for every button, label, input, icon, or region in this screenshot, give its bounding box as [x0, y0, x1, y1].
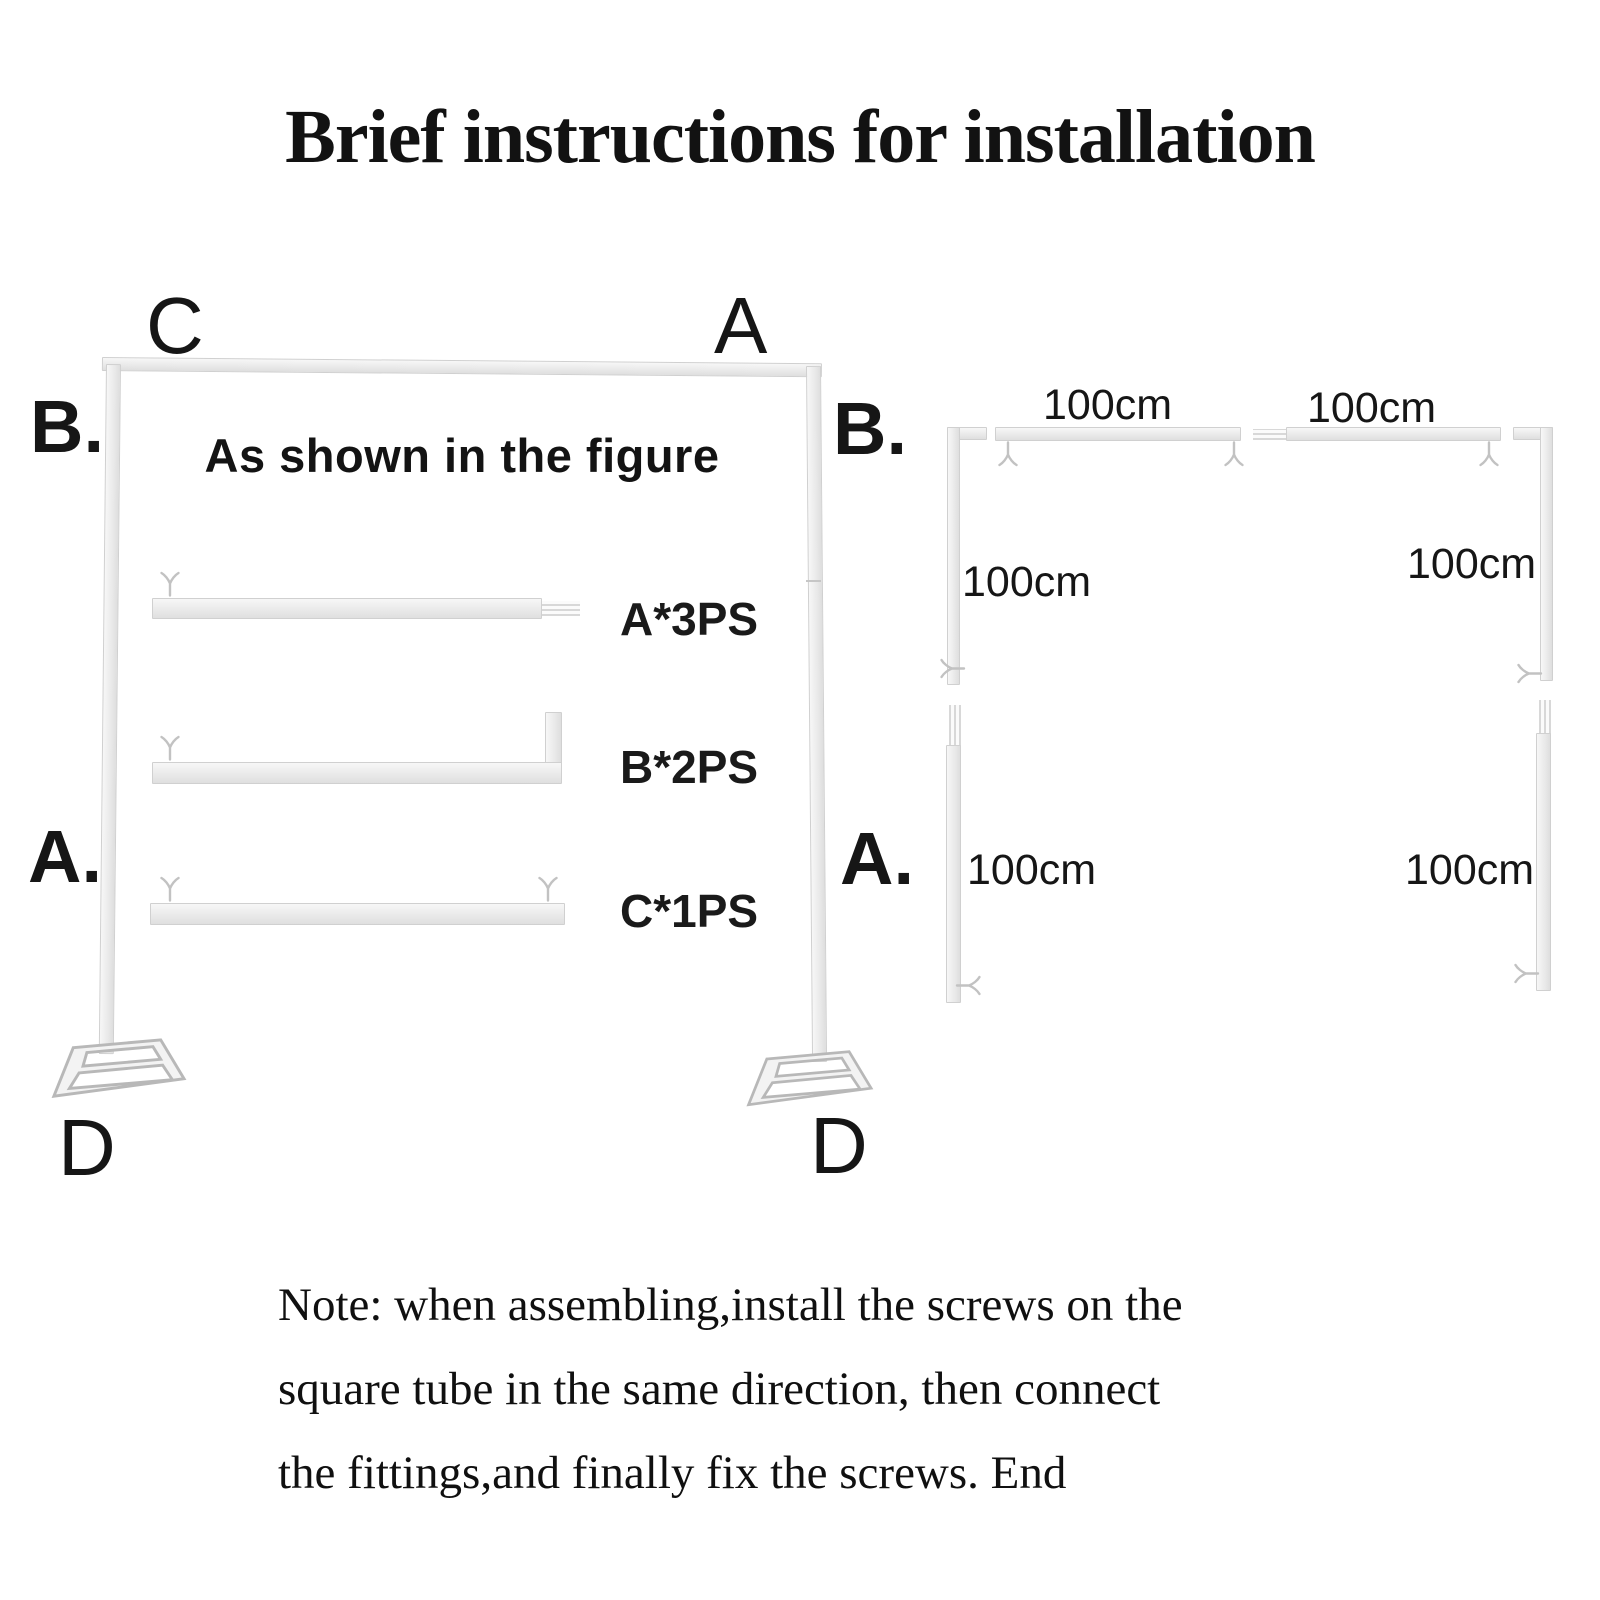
base-label-d-right: D: [810, 1101, 868, 1190]
part-b-corner-bend: [545, 712, 562, 768]
side-label-a: A.: [840, 817, 914, 900]
top-bar-left: [995, 427, 1241, 441]
wing-screw-icon: [158, 734, 182, 761]
lower-left-pole: [946, 745, 961, 1003]
part-a-bar: [152, 598, 542, 619]
wing-screw-icon: [536, 875, 560, 902]
top-bar-right-insert-prongs: [1253, 429, 1286, 440]
lower-left-pole-prongs: [949, 705, 961, 747]
wing-screw-icon: [1516, 662, 1543, 686]
base-label-d-left: D: [58, 1103, 116, 1192]
part-c-bar: [150, 903, 565, 925]
side-label-b: B.: [30, 385, 104, 468]
part-a-insert-prongs: [542, 601, 580, 616]
lower-right-pole: [1536, 733, 1551, 991]
part-b-bar: [152, 762, 562, 784]
stand-base-right: [746, 1050, 874, 1107]
top-bar-right: [1286, 427, 1501, 441]
wing-screw-icon: [158, 875, 182, 902]
part-b-label: B*2PS: [620, 741, 759, 793]
part-a-label: A*3PS: [620, 593, 759, 645]
corner-piece-right-upright: [1540, 427, 1553, 681]
dim-upright-upper-left: 100cm: [962, 558, 1092, 606]
wing-screw-icon: [1513, 962, 1540, 986]
note-line-1: Note: when assembling,install the screws…: [278, 1279, 1183, 1331]
dim-top-bar-left: 100cm: [1043, 381, 1173, 429]
pole-joint-seam: [806, 580, 821, 582]
corner-label-a: A: [714, 281, 768, 370]
figure-caption: As shown in the figure: [204, 429, 720, 482]
note-line-2: square tube in the same direction, then …: [278, 1363, 1161, 1415]
note-line-3: the fittings,and finally fix the screws.…: [278, 1447, 1067, 1499]
wing-screw-icon: [939, 657, 966, 681]
wing-screw-icon: [1222, 441, 1246, 468]
lower-right-pole-prongs: [1539, 700, 1551, 735]
wing-screw-icon: [955, 974, 983, 998]
frame-right-pole: [806, 365, 828, 1062]
side-label-a: A.: [28, 815, 102, 898]
dim-upright-upper-right: 100cm: [1407, 540, 1537, 588]
dim-upright-lower-right: 100cm: [1405, 846, 1535, 894]
dim-top-bar-right: 100cm: [1307, 384, 1437, 432]
wing-screw-icon: [1477, 441, 1501, 468]
corner-label-c: C: [146, 281, 204, 370]
part-c-label: C*1PS: [620, 885, 759, 937]
corner-piece-left-upright: [947, 427, 960, 685]
page-title: Brief instructions for installation: [285, 95, 1316, 179]
wing-screw-icon: [996, 441, 1020, 468]
stand-base-left: [51, 1038, 187, 1099]
wing-screw-icon: [158, 570, 182, 597]
dim-upright-lower-left: 100cm: [967, 846, 1097, 894]
side-label-b: B.: [833, 387, 907, 470]
